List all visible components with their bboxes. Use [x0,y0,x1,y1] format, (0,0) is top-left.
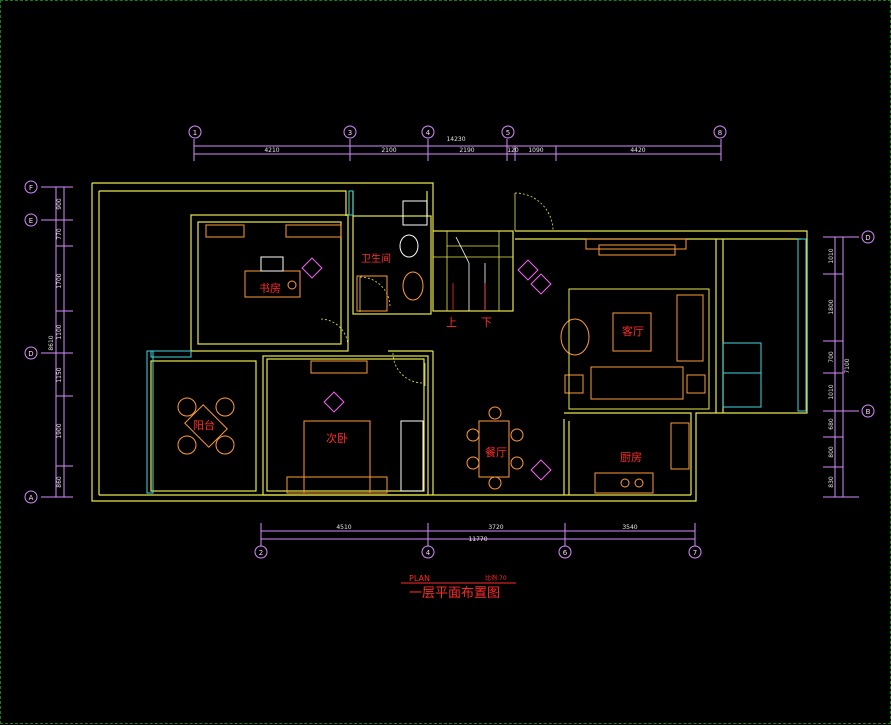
top-dimension: 120 [507,147,519,154]
left-dimension: 1150 [56,367,63,382]
bottom-dimension-chain [254,523,702,559]
staircase [433,231,513,311]
right-axis-label: D [865,234,870,242]
top-total-dimension: 14230 [446,136,465,143]
left-axis-label: E [29,217,33,225]
right-axis-label: B [866,408,871,416]
top-dimension: 4210 [264,147,279,154]
room-label-bedroom: 次卧 [326,431,348,445]
top-dimension: 2190 [459,147,474,154]
top-axis-label: 5 [506,129,510,137]
left-axis-label: D [28,350,33,358]
right-dimension-chain [823,230,875,498]
right-dimension: 830 [828,476,835,488]
left-dimension: 1100 [56,324,63,339]
top-axis-label: 4 [426,129,431,137]
left-dimension: 900 [56,198,63,210]
left-dimension: 1700 [56,273,63,288]
stair-down-label: 下 [481,316,492,329]
left-dimension: 770 [56,228,63,240]
room-label-kitchen: 厨房 [620,451,642,464]
top-axis-label: 3 [348,129,352,137]
left-axis-label: A [29,494,34,502]
room-label-study: 书房 [259,282,281,295]
top-dimension: 4420 [630,147,645,154]
bottom-axis-label: 6 [563,549,568,557]
left-axis-label: F [29,184,33,192]
top-axis-label: 8 [718,129,722,137]
right-dimension: 1800 [828,299,835,314]
bottom-dimension: 4510 [336,524,351,531]
top-dimension-chain [188,125,727,161]
furniture [177,200,710,494]
left-dimension: 1900 [56,423,63,438]
ceiling-lights [301,257,552,481]
bottom-axis-label: 2 [259,549,263,557]
bottom-axis-label: 7 [693,549,697,557]
left-dimension-chain [24,180,73,504]
plan-en-label: PLAN [409,574,430,583]
room-label-living: 客厅 [622,324,644,338]
right-total-dimension: 7100 [844,358,851,373]
room-label-bathroom: 卫生间 [361,252,391,265]
bottom-dimension: 3540 [622,524,637,531]
bottom-dimension: 3720 [488,524,503,531]
top-axis-label: 1 [193,129,197,137]
doors [320,192,554,386]
top-dimension: 1090 [528,147,543,154]
top-dimension: 2100 [381,147,396,154]
stair-up-label: 上 [446,316,457,329]
room-label-dining: 餐厅 [485,445,507,459]
left-dimension: 860 [56,476,63,488]
scale-label: 比例:70 [485,574,507,582]
walls [91,182,808,502]
right-dimension: 680 [828,418,835,430]
right-dimension: 1010 [828,248,835,263]
left-total-dimension: 8610 [48,335,55,350]
right-dimension: 700 [828,351,835,363]
windows [146,190,807,494]
right-dimension: 800 [828,446,835,458]
room-label-balcony: 阳台 [193,418,215,432]
bottom-total-dimension: 11770 [468,536,487,543]
plan-title: 一层平面布置图 [409,586,500,601]
right-dimension: 1010 [828,384,835,399]
bottom-axis-label: 4 [426,549,431,557]
title-block: PLAN 比例:70 一层平面布置图 [401,574,516,601]
